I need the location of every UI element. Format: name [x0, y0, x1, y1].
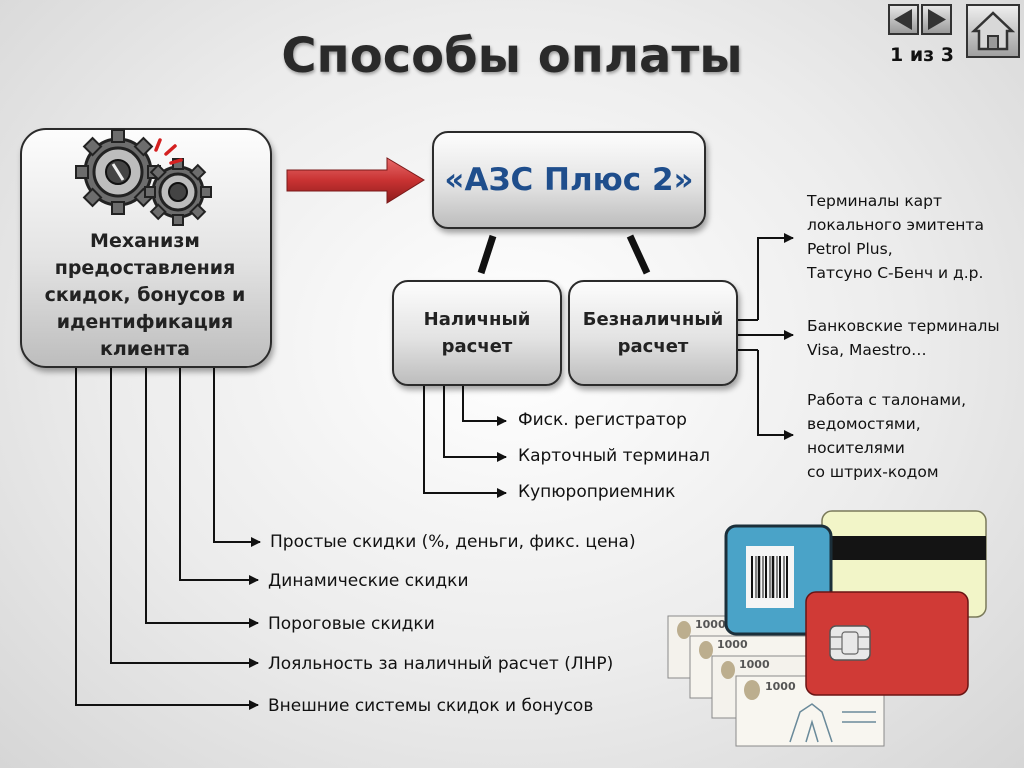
- cashless-item-local-cards: Терминалы карт локального эмитента Petro…: [807, 192, 984, 282]
- mechanism-label: Механизм предоставления скидок, бонусов …: [44, 230, 246, 360]
- svg-text:1000: 1000: [765, 680, 796, 693]
- line-cash-2: [443, 385, 507, 462]
- azs-box: «АЗС Плюс 2»: [432, 131, 706, 229]
- line-cashless-3: [757, 350, 794, 440]
- prev-arrow-icon: [894, 9, 912, 30]
- cashless-item-bank-terminals: Банковские терминалы Visa, Maestro…: [807, 317, 1000, 359]
- line-discount-4: [110, 366, 259, 668]
- svg-text:1000: 1000: [739, 658, 770, 671]
- cash-item-fiscal: Фиск. регистратор: [518, 410, 687, 430]
- cash-item-bill-acceptor: Купюроприемник: [518, 482, 676, 502]
- cash-item-card-terminal: Карточный терминал: [518, 446, 711, 466]
- svg-text:1000: 1000: [695, 618, 726, 631]
- cash-box: Наличный расчет: [392, 280, 562, 386]
- next-arrow-icon: [928, 9, 946, 30]
- line-discount-1: [213, 366, 261, 547]
- page-indicator: 1 из 3: [889, 44, 955, 66]
- svg-text:1000: 1000: [717, 638, 748, 651]
- prev-button[interactable]: [888, 4, 919, 35]
- cashless-box: Безналичный расчет: [568, 280, 738, 386]
- line-discount-2: [179, 366, 259, 585]
- discount-item-loyalty: Лояльность за наличный расчет (ЛНР): [268, 654, 614, 674]
- magnetic-card-icon: [821, 510, 987, 618]
- chip-card-icon: [805, 591, 969, 696]
- line-discount-3: [145, 366, 259, 628]
- line-cash-3: [423, 385, 507, 498]
- line-cashless-1: [757, 233, 794, 320]
- red-arrow: [286, 157, 425, 204]
- discount-item-simple: Простые скидки (%, деньги, фикс. цена): [270, 532, 636, 552]
- discount-item-threshold: Пороговые скидки: [268, 614, 435, 634]
- link-azs-cashless: [626, 234, 651, 275]
- next-button[interactable]: [921, 4, 952, 35]
- home-icon: [970, 11, 1016, 51]
- line-discount-5: [75, 366, 259, 710]
- home-button[interactable]: [966, 4, 1020, 58]
- link-azs-cash: [477, 234, 497, 275]
- barcode-card-icon: [724, 524, 833, 636]
- azs-label: «АЗС Плюс 2»: [444, 162, 694, 198]
- discount-item-external: Внешние системы скидок и бонусов: [268, 696, 594, 716]
- cashless-item-coupons: Работа с талонами, ведомостями, носителя…: [807, 391, 967, 481]
- line-cash-1: [462, 385, 507, 426]
- discount-item-dynamic: Динамические скидки: [268, 571, 469, 591]
- page-title: Способы оплаты: [281, 28, 743, 84]
